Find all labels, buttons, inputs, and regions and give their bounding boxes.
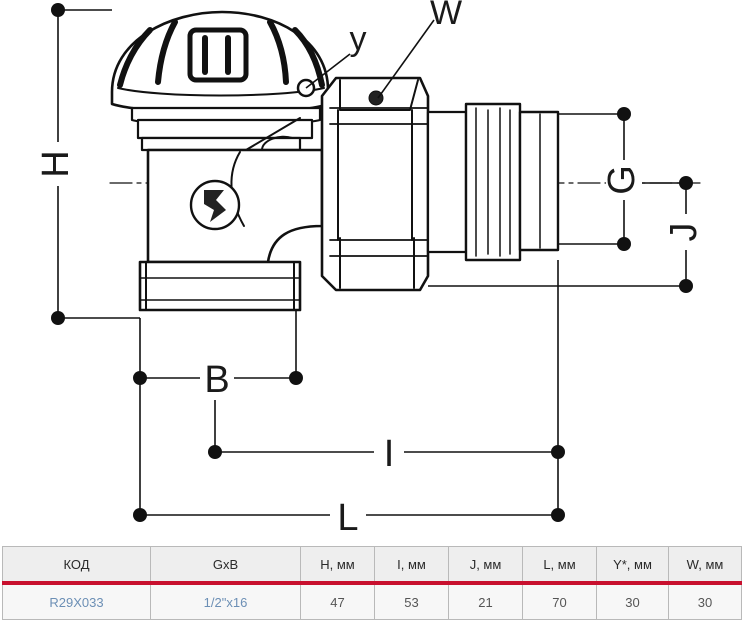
- cell-h: 47: [300, 582, 375, 620]
- union-nut: [320, 76, 430, 292]
- valve-drawing: H B I L G J W y: [35, 0, 705, 539]
- tailpiece: [426, 102, 560, 262]
- valve-neck: [130, 106, 322, 152]
- header-gxb: GxB: [150, 546, 301, 585]
- header-y: Y*, мм: [596, 546, 669, 585]
- header-h: H, мм: [300, 546, 375, 585]
- cell-j: 21: [448, 582, 523, 620]
- label-b: B: [204, 359, 229, 401]
- label-g: G: [601, 165, 643, 195]
- cell-i: 53: [374, 582, 449, 620]
- spec-table: КОД GxB H, мм I, мм J, мм L, мм Y*, мм W…: [2, 546, 742, 620]
- label-w: W: [430, 0, 462, 32]
- header-j: J, мм: [448, 546, 523, 585]
- valve-body: [146, 117, 324, 264]
- table-row: R29X033 1/2"x16 47 53 21 70 30 30: [2, 582, 742, 620]
- header-code: КОД: [2, 546, 151, 585]
- label-i: I: [384, 433, 395, 475]
- label-h: H: [35, 150, 77, 177]
- header-l: L, мм: [522, 546, 597, 585]
- cell-gxb: 1/2"x16: [150, 582, 301, 620]
- header-w: W, мм: [668, 546, 742, 585]
- cell-l: 70: [522, 582, 597, 620]
- label-y: y: [350, 20, 367, 58]
- cell-y: 30: [596, 582, 669, 620]
- cell-w: 30: [668, 582, 742, 620]
- cell-code: R29X033: [2, 582, 151, 620]
- bottom-thread: [138, 260, 302, 312]
- label-j: J: [663, 223, 705, 242]
- header-i: I, мм: [374, 546, 449, 585]
- label-l: L: [337, 497, 358, 539]
- valve-head: [110, 10, 330, 115]
- table-header-row: КОД GxB H, мм I, мм J, мм L, мм Y*, мм W…: [2, 546, 742, 585]
